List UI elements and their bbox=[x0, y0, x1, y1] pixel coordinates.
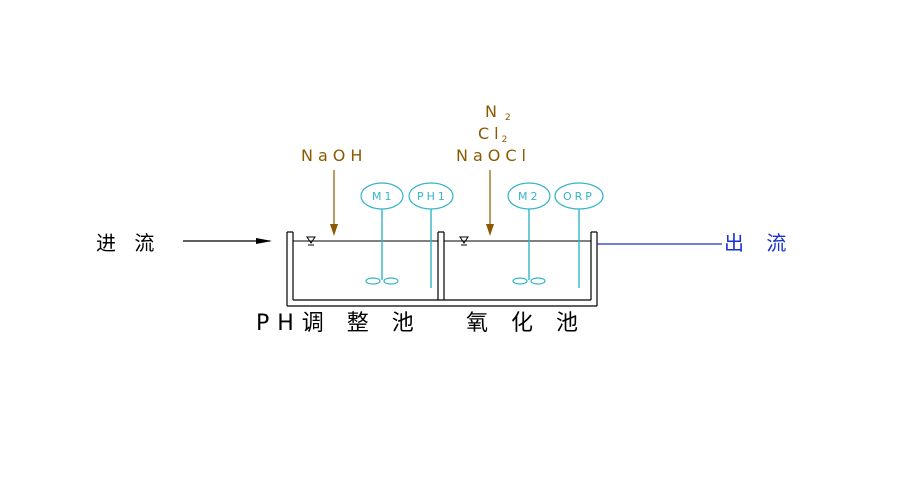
tank-structure bbox=[286, 231, 598, 307]
water-level-marker-icon bbox=[306, 236, 316, 246]
ph-probe-ph1: PH1 bbox=[408, 182, 454, 288]
chem-n2-sub: 2 bbox=[505, 113, 516, 123]
chem-cl2-sub: 2 bbox=[502, 135, 513, 145]
inlet-arrow-icon bbox=[256, 238, 272, 244]
ph-probe-text: PH1 bbox=[417, 190, 448, 203]
outlet-label: 出 流 bbox=[724, 231, 794, 255]
oxidation-tank-label: 氧 化 池 bbox=[466, 311, 586, 336]
mixer-blade-icon bbox=[365, 277, 381, 285]
mixer-m2-text: M2 bbox=[518, 190, 541, 203]
ph-tank-label: PH调 整 池 bbox=[256, 311, 422, 336]
naoh-arrow-icon bbox=[330, 224, 338, 236]
orp-probe-text: ORP bbox=[563, 190, 595, 203]
mixer-blade-icon bbox=[383, 277, 399, 285]
ox-arrow-icon bbox=[486, 224, 494, 236]
mixer-blade-icon bbox=[512, 277, 528, 285]
mixer-m2: M2 bbox=[507, 182, 551, 285]
mixer-m1: M1 bbox=[360, 182, 404, 285]
orp-probe: ORP bbox=[554, 182, 604, 288]
chem-naocl-label: NaOCl bbox=[456, 146, 531, 165]
chem-cl2-label: Cl2 bbox=[478, 124, 512, 145]
chem-naoh-label: NaOH bbox=[301, 146, 367, 165]
mixer-blade-icon bbox=[530, 277, 546, 285]
inlet-label: 进 流 bbox=[96, 231, 160, 255]
water-level-marker-icon bbox=[459, 236, 469, 246]
mixer-m1-text: M1 bbox=[372, 190, 395, 203]
